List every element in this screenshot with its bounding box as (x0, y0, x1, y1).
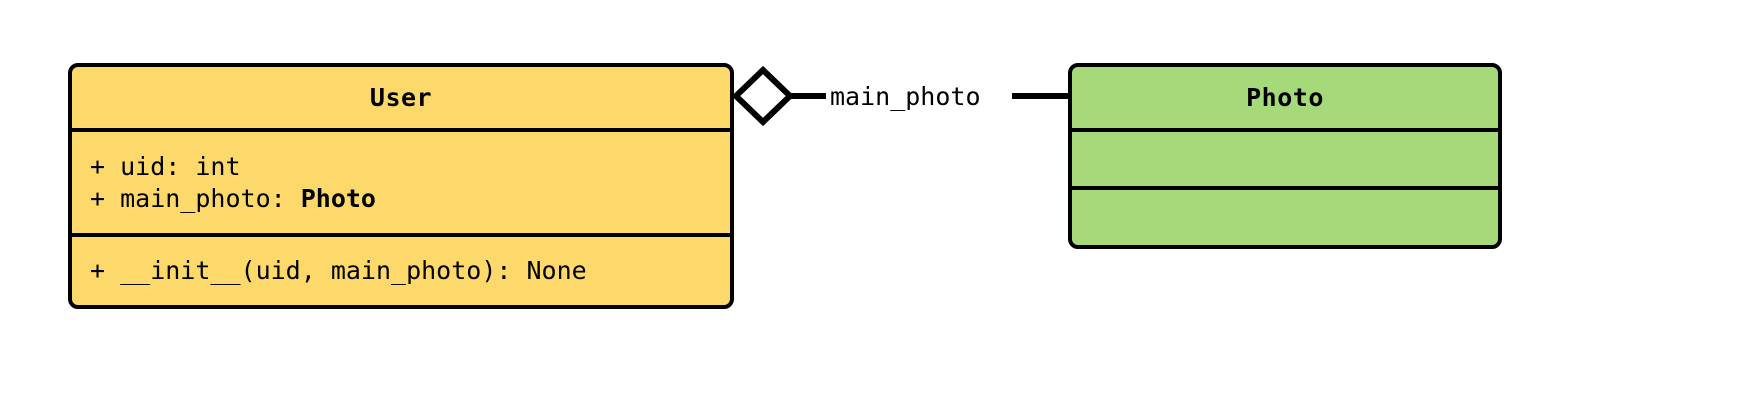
attribute-label: + main_photo: (90, 183, 301, 213)
uml-class-photo[interactable]: Photo (1068, 63, 1502, 249)
attribute-type-photo: Photo (300, 183, 376, 213)
class-attributes-compartment-user: + uid: int + main_photo: Photo (72, 128, 730, 233)
class-methods-compartment-user: + __init__(uid, main_photo): None (72, 233, 730, 305)
aggregation-diamond-icon (731, 65, 795, 127)
class-title-compartment-photo: Photo (1072, 67, 1498, 128)
uml-class-user[interactable]: User + uid: int + main_photo: Photo + __… (68, 63, 734, 309)
class-name-photo: Photo (1246, 83, 1324, 112)
attribute-row: + uid: int (90, 151, 241, 181)
class-attributes-compartment-photo (1072, 128, 1498, 186)
class-title-compartment-user: User (72, 67, 730, 128)
class-methods-compartment-photo (1072, 186, 1498, 245)
class-name-user: User (369, 83, 433, 112)
relationship-label-main-photo: main_photo (826, 84, 985, 109)
method-row: + __init__(uid, main_photo): None (90, 256, 587, 285)
attribute-row: + main_photo: Photo (90, 183, 730, 215)
